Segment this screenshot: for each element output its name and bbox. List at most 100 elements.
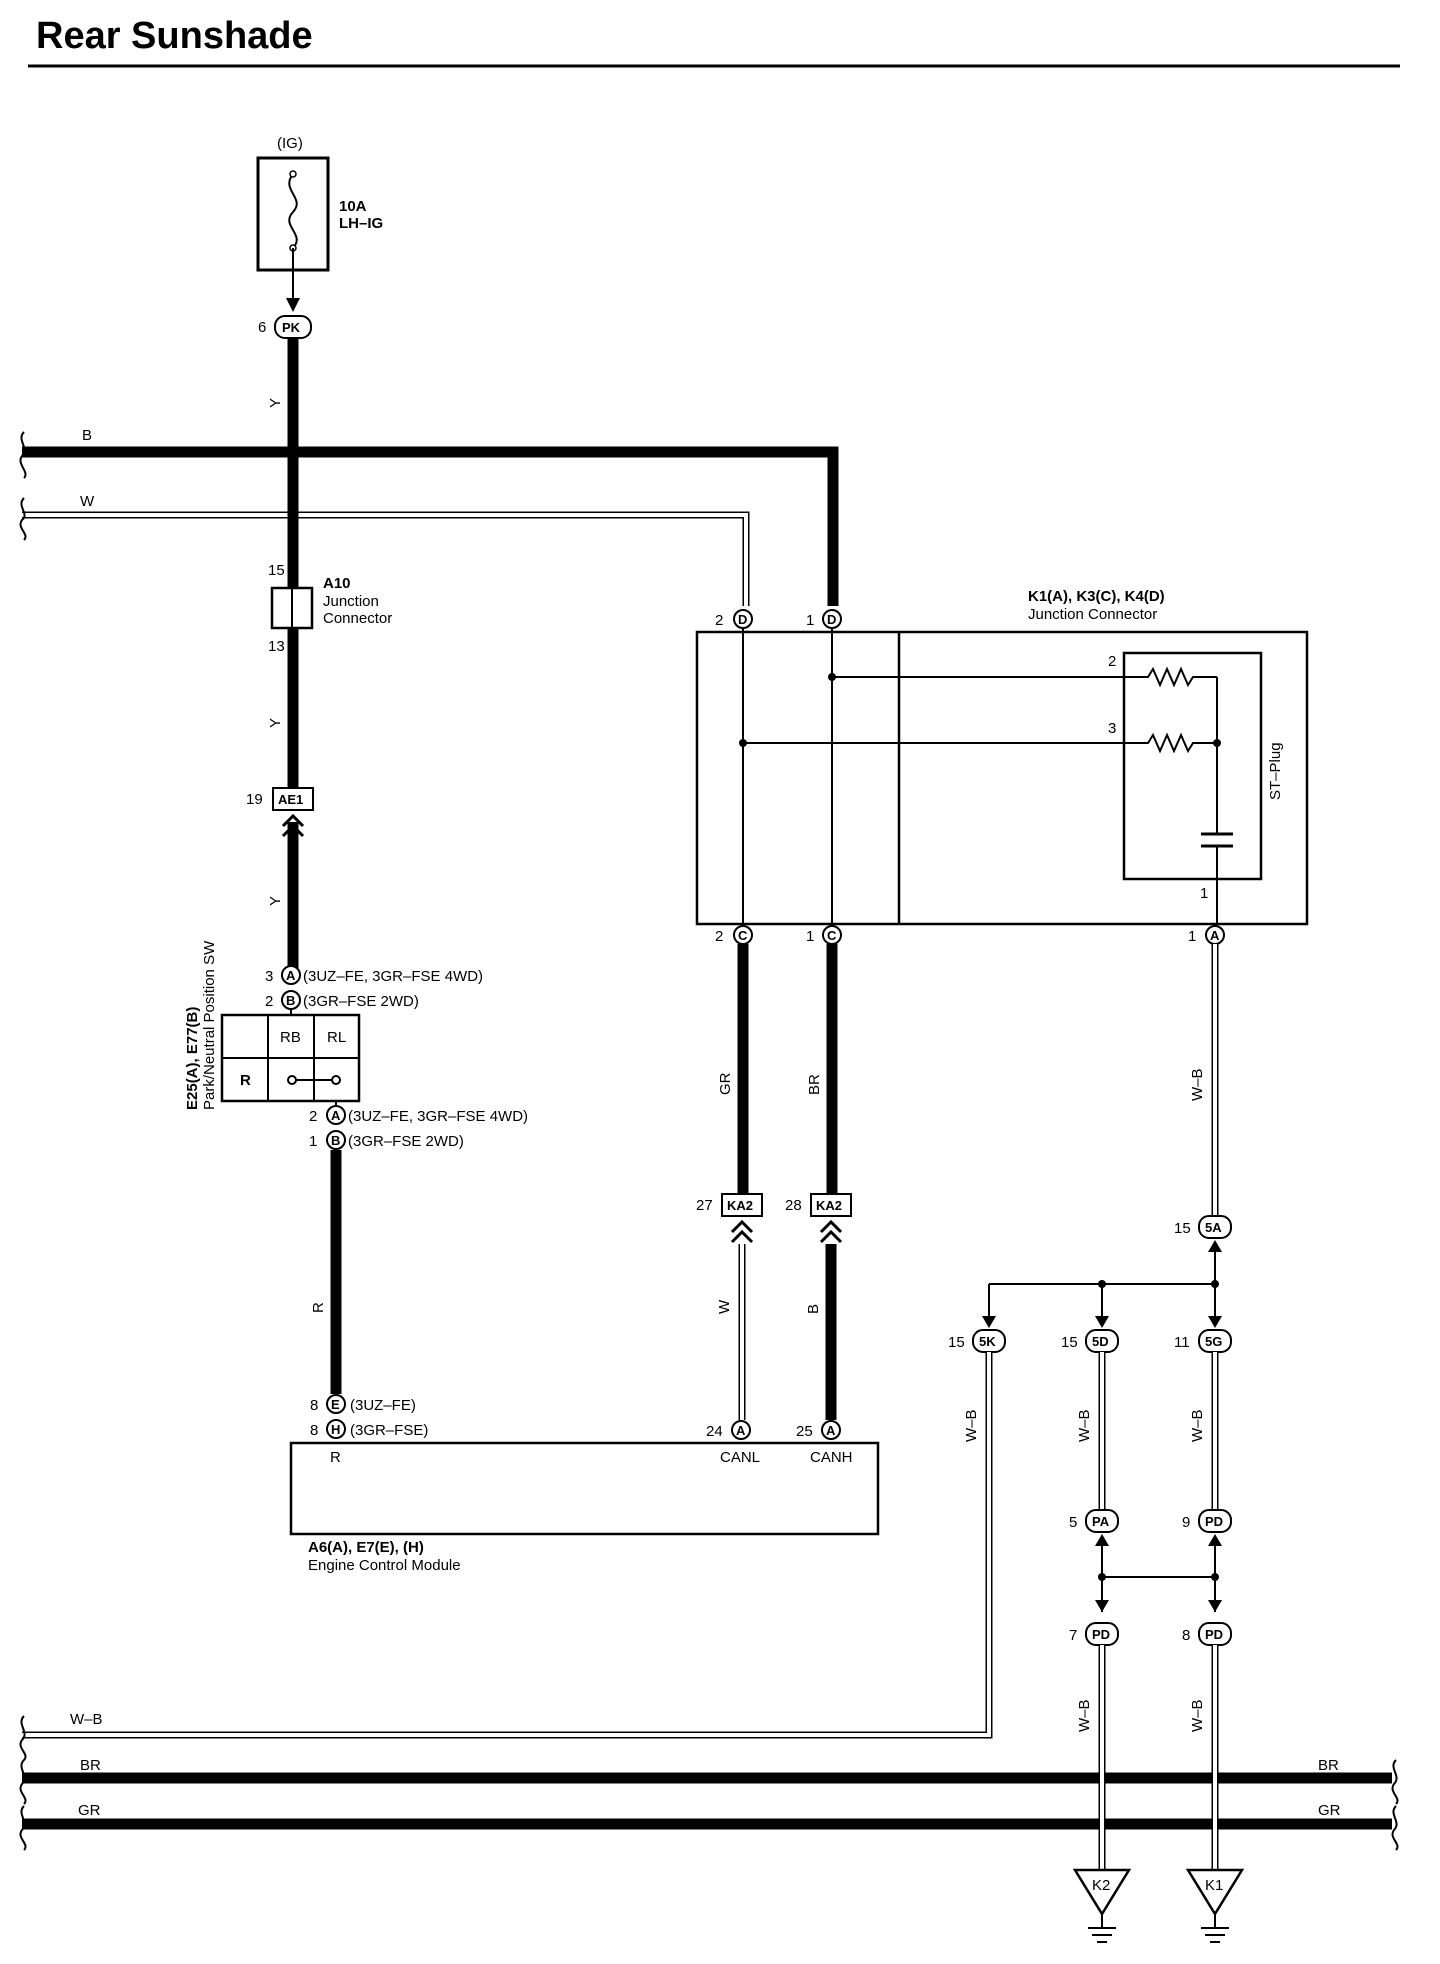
pnp-top-pin-2-note: (3GR–FSE 2WD) xyxy=(303,993,419,1010)
wire-label-wb-left: W–B xyxy=(70,1711,103,1728)
bus-w: W xyxy=(19,493,750,606)
a10-name1: Junction xyxy=(323,593,379,610)
ecm-canl-num: 24 xyxy=(706,1423,723,1440)
a10-pin-bottom: 13 xyxy=(268,638,285,655)
splice-5d-num: 15 xyxy=(1061,1334,1078,1351)
jk-bot-pin-1-num: 2 xyxy=(715,928,723,945)
wire-label-wb-5k: W–B xyxy=(963,1409,980,1442)
wire-label-br: BR xyxy=(806,1074,823,1095)
wire-b-canh: B xyxy=(805,1244,837,1420)
pnp-name: Park/Neutral Position SW xyxy=(201,940,218,1110)
ka2-1-code: KA2 xyxy=(727,1198,753,1213)
wire-gr-can: GR xyxy=(717,944,749,1194)
ae1-connector: AE1 19 xyxy=(246,787,314,838)
splice-5d: 5D 15 xyxy=(1061,1329,1119,1353)
splice-pa: PA 5 xyxy=(1069,1509,1119,1546)
bus-br: BR BR xyxy=(19,1757,1399,1805)
wire-label-wb-5g: W–B xyxy=(1189,1409,1206,1442)
ecm-pin-e-num: 8 xyxy=(310,1397,318,1414)
wire-wb-5d: W–B xyxy=(1076,1352,1106,1510)
wire-y-main: Y Y Y xyxy=(267,338,299,968)
wire-label-w: W xyxy=(80,493,95,510)
jk-top-pin-1-letter: D xyxy=(738,612,747,627)
splice-pd9-code: PD xyxy=(1205,1514,1223,1529)
splice-5k-num: 15 xyxy=(948,1334,965,1351)
ka2-2-num: 28 xyxy=(785,1197,802,1214)
splice-pd9-num: 9 xyxy=(1182,1514,1190,1531)
pnp-col-rb: RB xyxy=(280,1029,301,1046)
wire-label-br-right: BR xyxy=(1318,1757,1339,1774)
splice-pd-9: PD 9 xyxy=(1182,1509,1232,1546)
pnp-top-pin-1-note: (3UZ–FE, 3GR–FSE 4WD) xyxy=(303,968,483,985)
page-title: Rear Sunshade xyxy=(36,15,313,57)
ka2-2-code: KA2 xyxy=(816,1198,842,1213)
fuse-name: LH–IG xyxy=(339,215,383,232)
pa-pd-bridge xyxy=(1095,1546,1222,1612)
splice-5g-code: 5G xyxy=(1205,1334,1222,1349)
pk-code: PK xyxy=(282,320,301,335)
ecm-terminal-canh: CANH xyxy=(810,1449,853,1466)
wire-label-gr: GR xyxy=(717,1072,734,1095)
ecm-canl-letter: A xyxy=(736,1423,746,1438)
splice-5d-code: 5D xyxy=(1092,1334,1109,1349)
ecm-terminal-r: R xyxy=(330,1449,341,1466)
a10-name2: Connector xyxy=(323,610,392,627)
wire-label-r: R xyxy=(310,1302,327,1313)
pnp-bot-pin-1-letter: A xyxy=(331,1108,341,1123)
pnp-top-pin-2-letter: B xyxy=(286,993,295,1008)
splice-5a: 5A 15 xyxy=(1174,1215,1232,1326)
wire-label-wb-5d: W–B xyxy=(1076,1409,1093,1442)
wire-r: R xyxy=(310,1150,342,1394)
wire-label-gr-left: GR xyxy=(78,1802,101,1819)
wire-label-br-left: BR xyxy=(80,1757,101,1774)
splice-5a-code: 5A xyxy=(1205,1220,1222,1235)
ecm-pin-e-letter: E xyxy=(331,1397,340,1412)
pnp-top-pin-2-num: 2 xyxy=(265,993,273,1010)
wire-label-wb-pd7: W–B xyxy=(1076,1699,1093,1732)
jk-top-pin-2-letter: D xyxy=(827,612,836,627)
a10-junction-connector: 15 13 A10 Junction Connector xyxy=(268,562,392,655)
wire-label-w-canl: W xyxy=(716,1299,733,1314)
ae1-num: 19 xyxy=(246,791,263,808)
fuse-supply-label: (IG) xyxy=(277,135,303,152)
jk-top-pin-2-num: 1 xyxy=(806,612,814,629)
splice-5k-code: 5K xyxy=(979,1334,996,1349)
splice-5g-num: 11 xyxy=(1174,1334,1190,1351)
ecm-terminal-canl: CANL xyxy=(720,1449,760,1466)
splice-pd-8: PD 8 xyxy=(1182,1622,1232,1646)
wire-label-wb-1: W–B xyxy=(1189,1068,1206,1101)
jk-bot-pin-1-letter: C xyxy=(738,928,748,943)
fuse-rating: 10A xyxy=(339,198,367,215)
wire-label-gr-right: GR xyxy=(1318,1802,1341,1819)
jk-top-pin-1-num: 2 xyxy=(715,612,723,629)
bus-gr: GR GR xyxy=(19,1802,1399,1851)
ecm-pin-h-letter: H xyxy=(331,1422,340,1437)
park-neutral-switch: A 3 (3UZ–FE, 3GR–FSE 4WD) B 2 (3GR–FSE 2… xyxy=(184,940,528,1150)
pnp-bot-pin-1-num: 2 xyxy=(309,1108,317,1125)
splice-pa-num: 5 xyxy=(1069,1514,1077,1531)
wire-br-can: BR xyxy=(806,944,838,1194)
ecm-pin-e-note: (3UZ–FE) xyxy=(350,1397,416,1414)
ground-k1-label: K1 xyxy=(1205,1877,1223,1894)
splice-pd7-num: 7 xyxy=(1069,1627,1077,1644)
pnp-code: E25(A), E77(B) xyxy=(184,1007,201,1110)
wire-wb-5g: W–B xyxy=(1189,1352,1219,1510)
ka2-1-num: 27 xyxy=(696,1197,713,1214)
ecm-canh-num: 25 xyxy=(796,1423,813,1440)
wire-label-y-2: Y xyxy=(267,718,284,728)
wire-label-y-3: Y xyxy=(267,896,284,906)
pnp-top-pin-1-num: 3 xyxy=(265,968,273,985)
pk-num: 6 xyxy=(258,319,266,336)
wire-label-b-canh: B xyxy=(805,1304,822,1314)
a10-code: A10 xyxy=(323,575,351,592)
wire-w-canl: W xyxy=(716,1244,746,1420)
splice-5k: 5K 15 xyxy=(948,1329,1006,1353)
fuse-lh-ig: (IG) 10A LH–IG xyxy=(256,135,383,298)
engine-control-module: E 8 (3UZ–FE) H 8 (3GR–FSE) R CANL CANH A… xyxy=(289,1394,880,1574)
splice-pd8-code: PD xyxy=(1205,1627,1223,1642)
ecm-code: A6(A), E7(E), (H) xyxy=(308,1539,424,1556)
jk-st-plug: ST–Plug xyxy=(1267,742,1284,800)
splice-5g: 5G 11 xyxy=(1174,1329,1232,1353)
jk-res-pin-2: 3 xyxy=(1108,720,1116,737)
